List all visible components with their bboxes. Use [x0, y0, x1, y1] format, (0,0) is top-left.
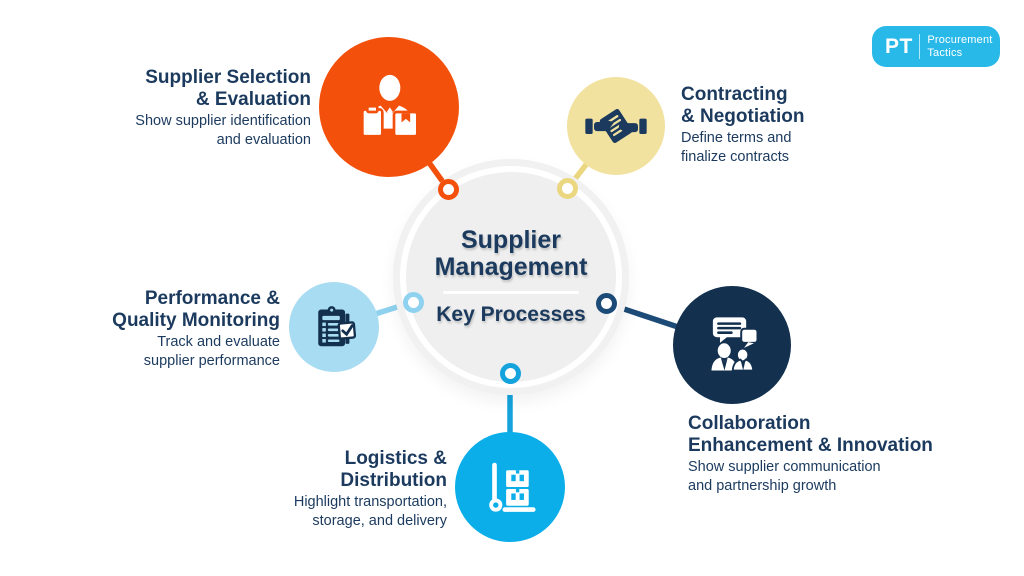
procurement-tactics-logo: PT Procurement Tactics	[872, 26, 1000, 67]
node-title: Performance &	[144, 288, 280, 309]
connector-ring-collaboration	[596, 293, 617, 314]
connector-ring-contracting	[557, 178, 578, 199]
logo-brand-name: Procurement Tactics	[927, 33, 993, 59]
node-title: Supplier Selection	[145, 67, 311, 88]
node-circle-collaboration	[673, 286, 791, 404]
team-chat-icon	[711, 317, 759, 372]
node-desc: finalize contracts	[681, 149, 789, 165]
logo-initials: PT	[885, 34, 913, 58]
connector-ring-logistics	[500, 363, 521, 384]
node-desc: Highlight transportation,	[293, 494, 447, 510]
node-title: Distribution	[340, 470, 447, 491]
logo-divider	[918, 34, 921, 59]
node-circle-logistics	[455, 432, 565, 542]
connector-ring-supplier-selection	[438, 179, 459, 200]
center-hub: Supplier Management Key Processes	[406, 172, 616, 382]
node-title: Logistics &	[344, 448, 447, 469]
label-performance: Performance & Quality Monitoring Track a…	[112, 288, 280, 370]
node-title: Quality Monitoring	[112, 310, 280, 331]
label-contracting: Contracting & Negotiation Define terms a…	[681, 84, 805, 166]
node-title: & Evaluation	[195, 89, 311, 110]
supplier-person-icon	[361, 74, 419, 138]
node-desc: Show supplier identification	[135, 113, 311, 129]
node-desc: Track and evaluate	[157, 334, 280, 350]
label-supplier-selection: Supplier Selection & Evaluation Show sup…	[135, 67, 311, 149]
node-desc: Define terms and	[681, 130, 792, 146]
handtruck-boxes-icon	[489, 462, 536, 512]
node-circle-contracting	[567, 77, 665, 175]
label-logistics: Logistics & Distribution Highlight trans…	[294, 448, 447, 530]
node-circle-performance	[289, 282, 379, 372]
node-desc: storage, and delivery	[312, 513, 447, 529]
node-circle-supplier-selection	[319, 37, 459, 177]
label-collaboration: Collaboration Enhancement & Innovation S…	[688, 413, 933, 495]
node-desc: Show supplier communication	[688, 459, 881, 475]
node-title: Contracting	[681, 84, 788, 105]
connector-ring-performance	[403, 292, 424, 313]
node-desc: supplier performance	[143, 353, 280, 369]
node-desc: and partnership growth	[688, 478, 837, 494]
node-title: Enhancement & Innovation	[688, 435, 933, 456]
center-title: Supplier Management	[434, 226, 588, 281]
center-divider	[443, 291, 579, 294]
center-subtitle: Key Processes	[436, 303, 586, 326]
node-title: Collaboration	[688, 413, 811, 434]
contract-handshake-icon	[585, 109, 647, 143]
node-desc: and evaluation	[216, 132, 311, 148]
clipboard-checklist-icon	[318, 306, 357, 347]
node-title: & Negotiation	[681, 106, 805, 127]
